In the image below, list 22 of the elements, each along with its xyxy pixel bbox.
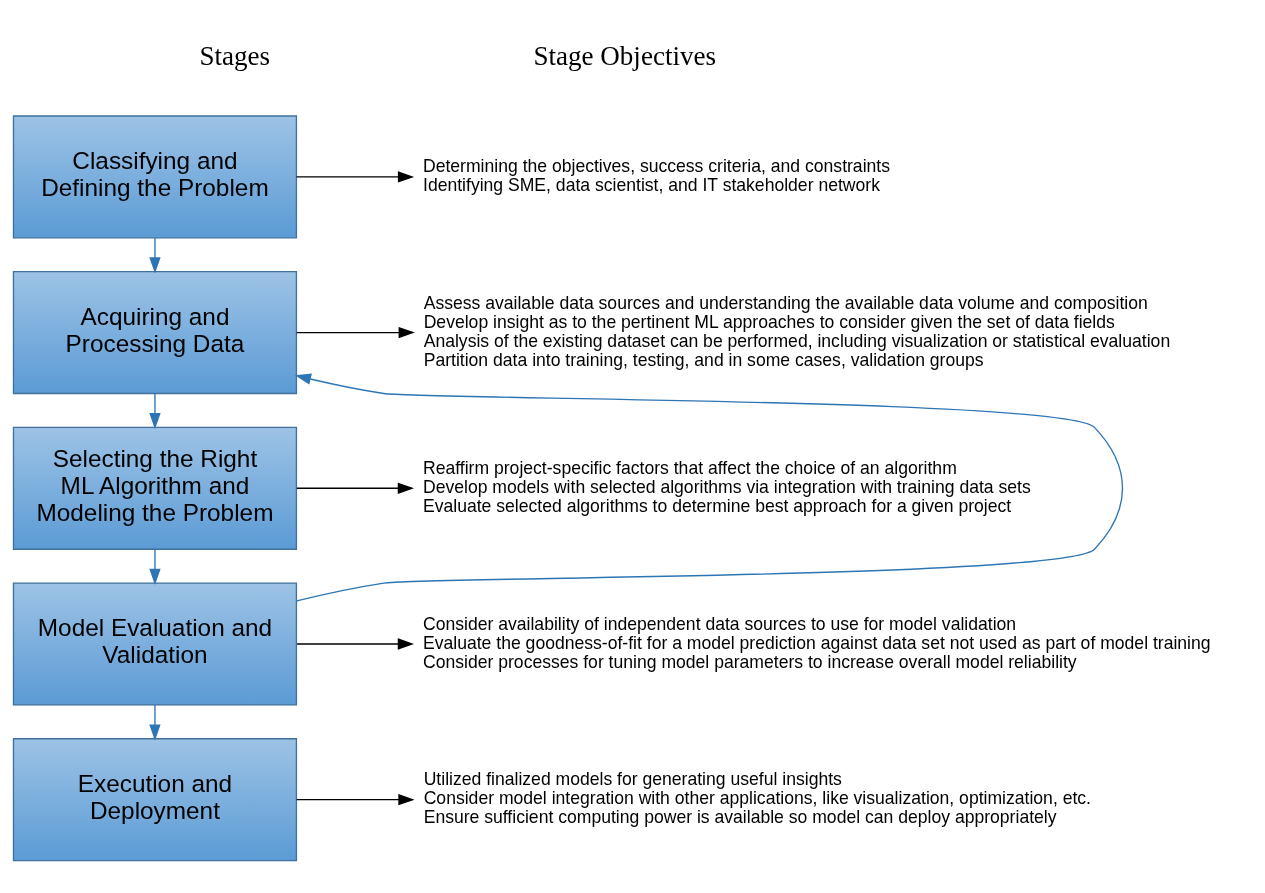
node-text: Consider availability of independent data sources to use for model validation Evaluate the goodness-of-fit for a model prediction against data set not used as part of model training Consider processes for tuning model parameters to increase overall model reliability xyxy=(423,613,1211,672)
arrow xyxy=(295,793,415,805)
label: Stage Objectives xyxy=(533,40,717,71)
arrow xyxy=(149,392,161,429)
node-box: Model Evaluation and Validation xyxy=(12,581,298,706)
node-text: Reaffirm project-specific factors that affect the choice of an algorithm Develop models with selected algorithms via integration with training data sets Evaluate selected algorithms to determine best approach for a given project xyxy=(423,457,1031,516)
arrow xyxy=(149,236,161,274)
node-box: Acquiring and Processing Data xyxy=(12,270,298,394)
node-text: Utilized finalized models for generating useful insights Consider model integration with other applications, like visualization, optimization, etc. Ensure sufficient computing power is available so model can deploy appropriately xyxy=(423,768,1092,827)
node-box: Selecting the Right ML Algorithm and Modeling the Problem xyxy=(12,426,298,550)
node-text: Assess available data sources and understanding the available data volume and composition Develop insight as to the pertinent ML approaches to consider given the set of data fields Analysis of the existing dataset can be performed, including visualization or statistical evaluation Partition data into training, testing, and in some cases, validation groups xyxy=(423,292,1171,370)
arrow xyxy=(294,373,1124,601)
label: Stages xyxy=(199,40,271,71)
arrow xyxy=(295,326,415,338)
arrow xyxy=(296,482,415,494)
arrow xyxy=(149,703,161,741)
arrow xyxy=(296,637,414,650)
node-box: Execution and Deployment xyxy=(12,737,298,861)
arrow xyxy=(295,170,415,183)
node-box: Classifying and Defining the Problem xyxy=(12,114,298,238)
node-text: Determining the objectives, success criteria, and constraints Identifying SME, data scientist, and IT stakeholder network xyxy=(423,155,891,195)
arrow xyxy=(149,548,161,585)
